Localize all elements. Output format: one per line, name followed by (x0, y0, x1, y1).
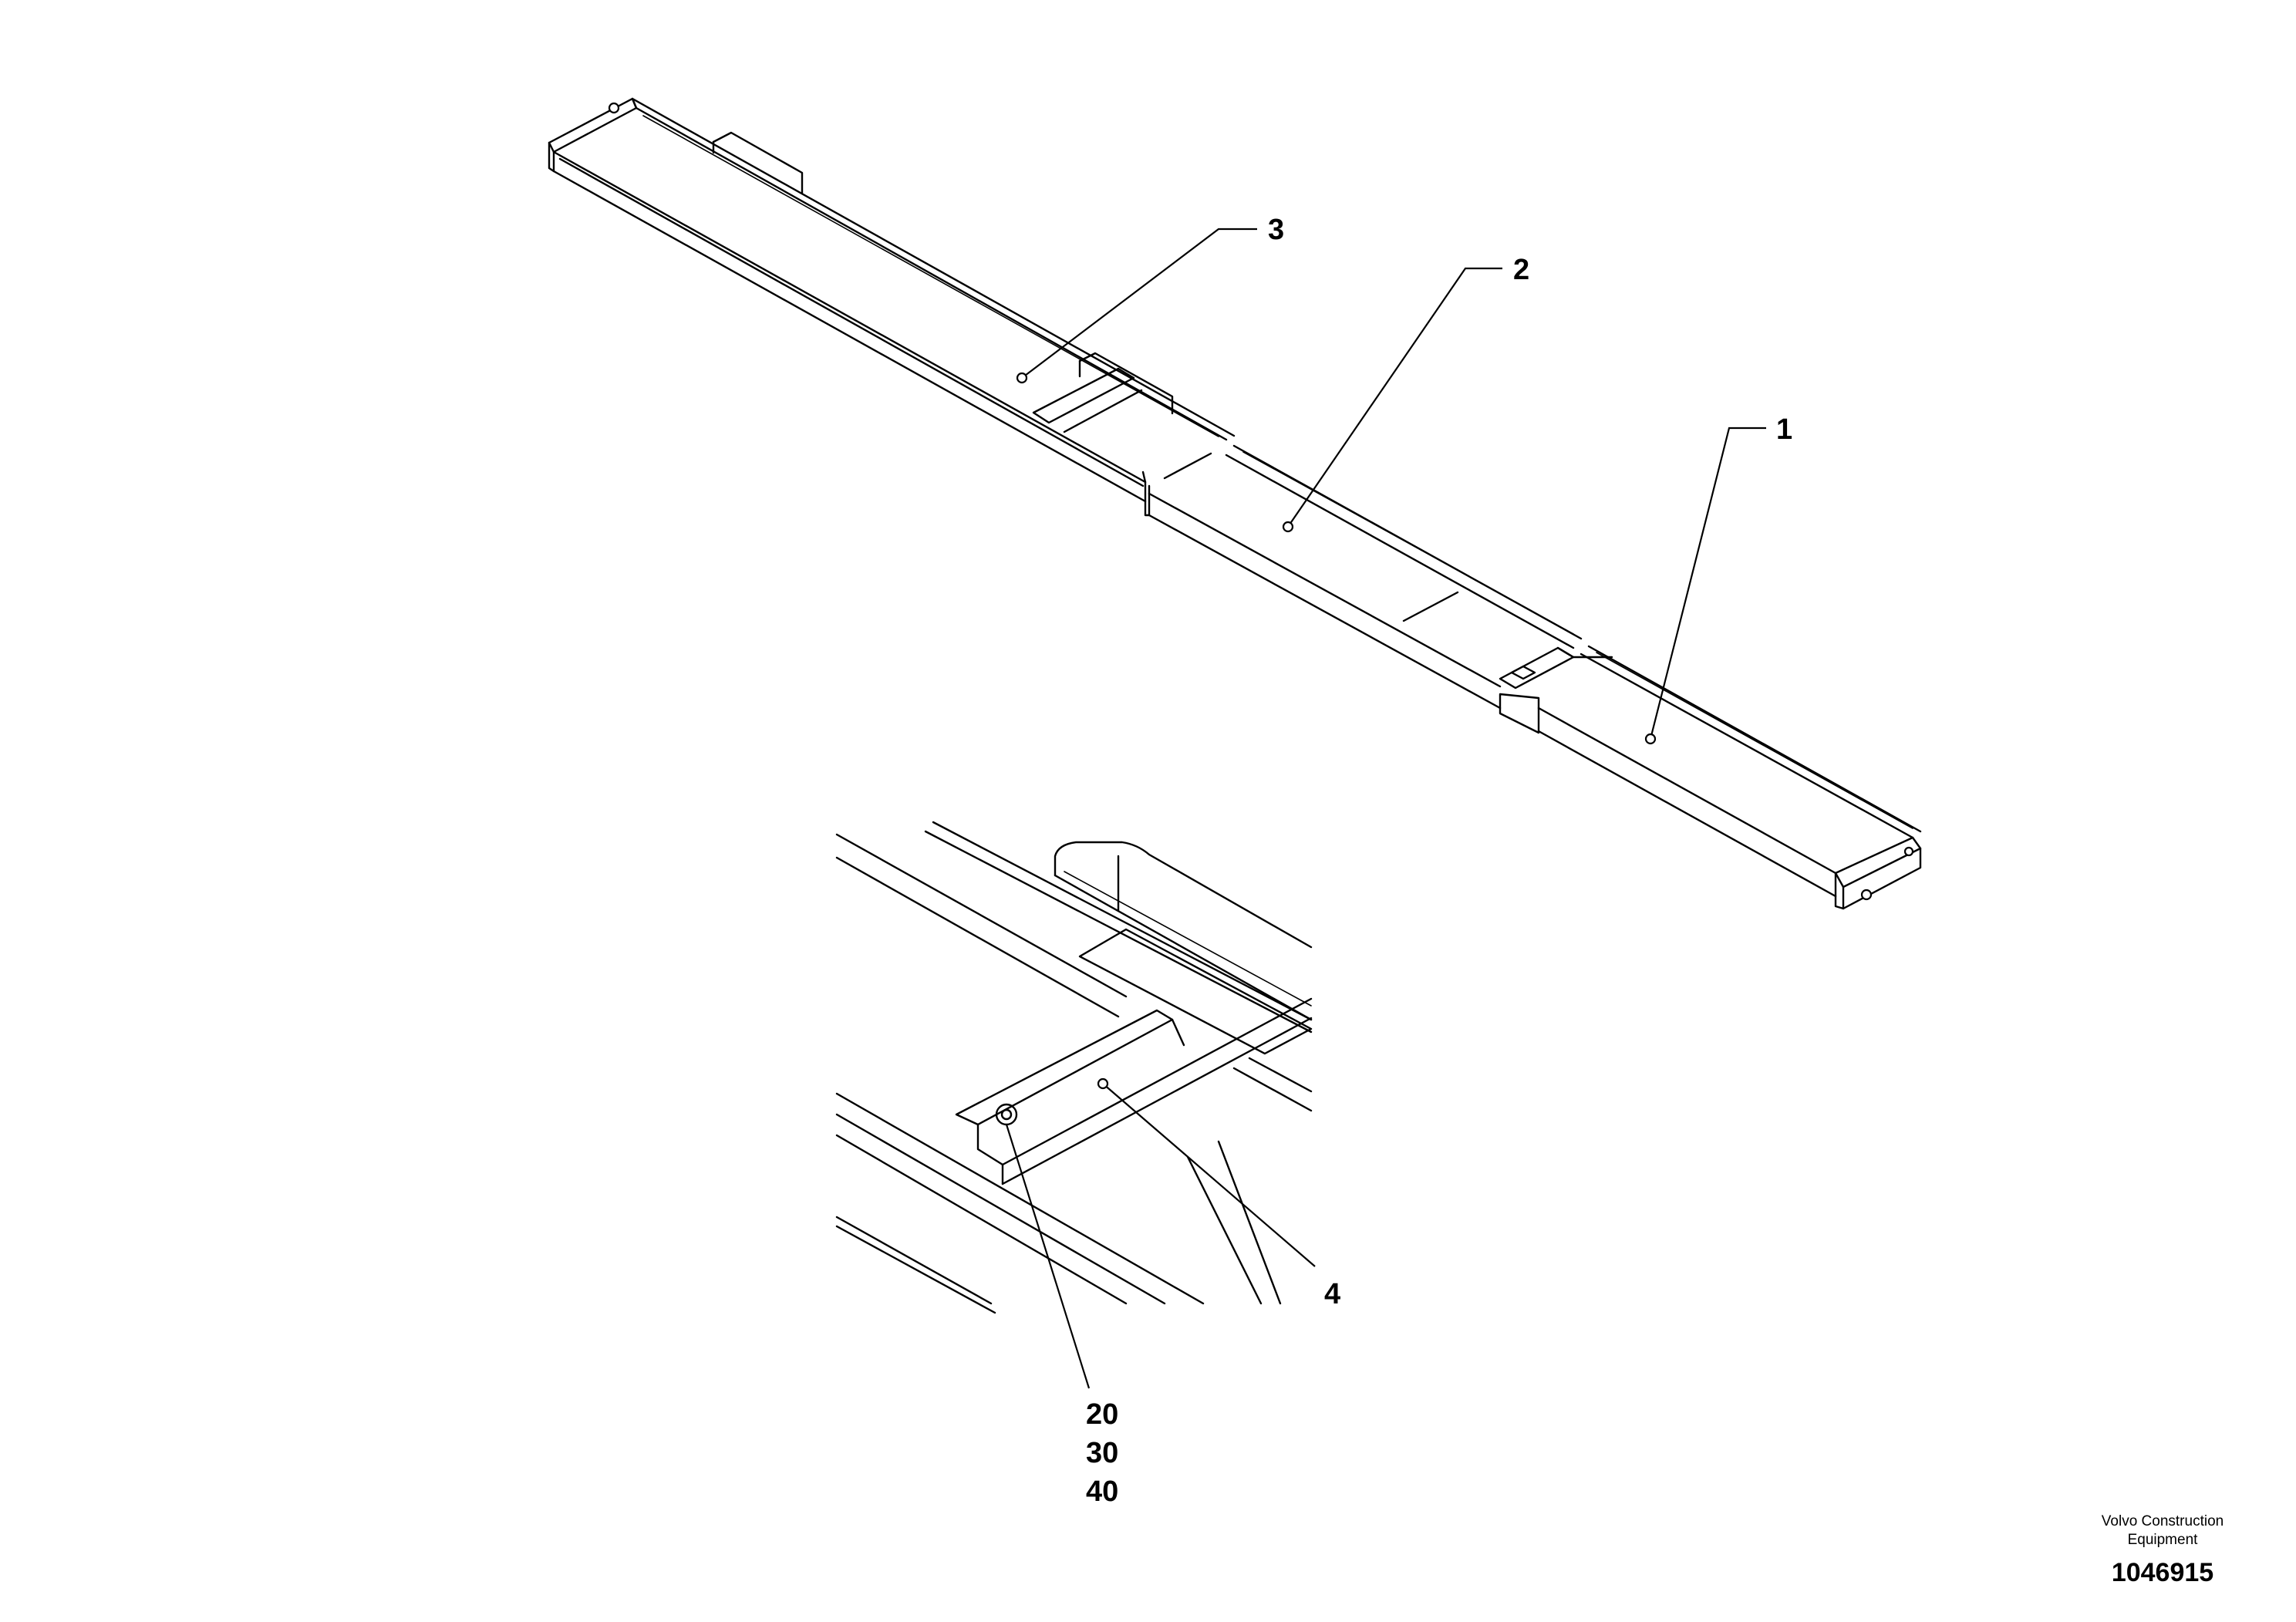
brand-line-2: Equipment (2128, 1532, 2199, 1548)
callout-4-label: 4 (1324, 1278, 1340, 1310)
callout-3-label: 3 (1268, 214, 1284, 246)
beam-section-3 (552, 97, 1236, 517)
callout-3: 3 (1016, 214, 1284, 384)
telescopic-beam-assembly (548, 97, 1922, 910)
beam-section-1 (1499, 645, 1922, 898)
detail-view (835, 821, 1313, 1314)
callout-2-label: 2 (1513, 254, 1529, 286)
callout-2: 2 (1282, 254, 1529, 533)
beam-section-2 (1032, 352, 1583, 710)
footer: Volvo Construction Equipment 1046915 (2102, 1513, 2224, 1587)
callout-1: 1 (1644, 413, 1792, 745)
callout-4: 4 (1097, 1077, 1340, 1310)
callout-20-label: 20 (1086, 1398, 1118, 1431)
callout-40-label: 40 (1086, 1475, 1118, 1508)
document-number: 1046915 (2112, 1558, 2213, 1587)
callout-1-label: 1 (1776, 413, 1792, 446)
callout-20-30-40: 20 30 40 (1005, 1124, 1118, 1508)
beam-right-end (1834, 836, 1922, 910)
brand-line-1: Volvo Construction (2102, 1513, 2224, 1529)
callout-30-label: 30 (1086, 1437, 1118, 1469)
